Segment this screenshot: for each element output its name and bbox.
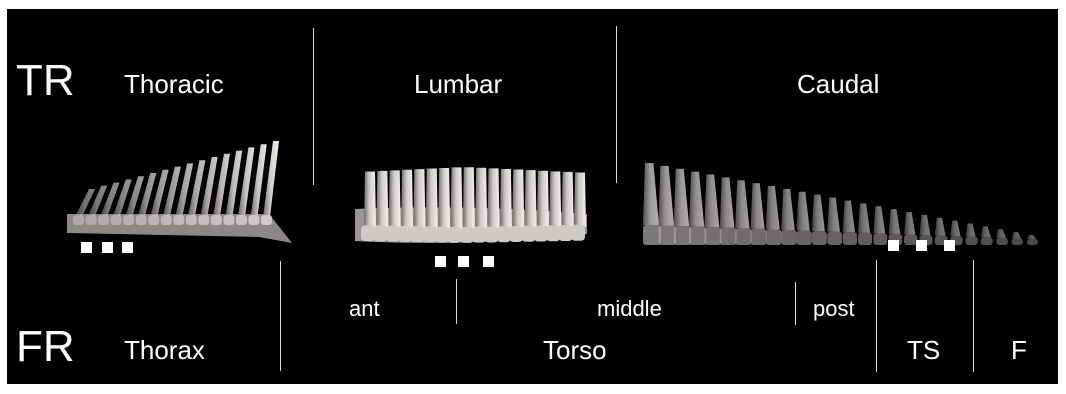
caudal-vertebrae [643, 163, 1038, 245]
sample-marker [435, 256, 446, 267]
region-label-caudal: Caudal [797, 71, 879, 97]
vertebrae-photographs [7, 9, 1058, 384]
top-divider-thoracic-lumbar [313, 28, 314, 185]
sample-marker [102, 242, 113, 253]
thoracic-vertebrae [67, 141, 292, 243]
region-label-thoracic: Thoracic [124, 71, 224, 97]
region-label-ts: TS [907, 337, 940, 363]
vertebral-column-figure: TR Thoracic Lumbar Caudal FR Thorax Tors… [7, 9, 1058, 384]
lumbar-vertebrae [355, 167, 587, 243]
subregion-label-ant: ant [349, 298, 380, 320]
sample-marker [483, 256, 494, 267]
sample-marker [81, 242, 92, 253]
sample-marker [916, 240, 927, 251]
sample-marker [458, 256, 469, 267]
region-label-lumbar: Lumbar [414, 71, 502, 97]
subregion-label-middle: middle [597, 298, 662, 320]
bottom-divider-torso-ts [876, 260, 877, 372]
region-label-thorax: Thorax [124, 337, 205, 363]
region-label-f: F [1011, 337, 1027, 363]
bottom-divider-middle-post [795, 282, 796, 325]
bottom-divider-ant-middle [456, 279, 457, 324]
top-row-code: TR [16, 59, 75, 103]
bottom-divider-ts-f [973, 260, 974, 372]
region-label-torso: Torso [543, 337, 607, 363]
top-divider-lumbar-caudal [616, 26, 617, 183]
sample-marker [944, 240, 955, 251]
sample-marker [122, 242, 133, 253]
bottom-row-code: FR [16, 325, 75, 369]
subregion-label-post: post [813, 298, 855, 320]
sample-marker [888, 240, 899, 251]
bottom-divider-thorax-torso [280, 261, 281, 371]
